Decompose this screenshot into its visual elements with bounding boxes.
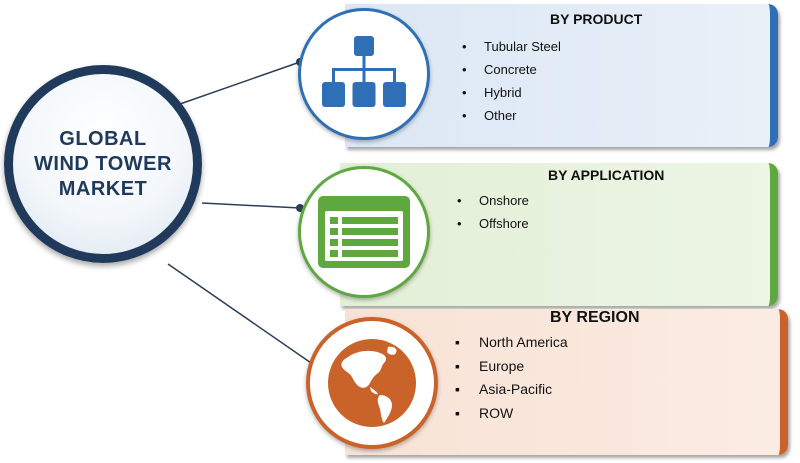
application-segment-title: BY APPLICATION bbox=[548, 167, 665, 183]
org-chart-icon bbox=[322, 36, 406, 107]
globe-icon bbox=[328, 339, 416, 427]
bullet-square-icon: ▪ bbox=[455, 334, 460, 350]
list-item: ▪North America bbox=[455, 331, 568, 355]
product-segment-title: BY PRODUCT bbox=[550, 11, 643, 27]
connector-region bbox=[167, 263, 315, 366]
product-item-list: •Tubular Steel •Concrete •Hybrid •Other bbox=[462, 35, 561, 127]
central-market-circle: GLOBAL WIND TOWER MARKET bbox=[4, 65, 202, 263]
list-item: •Offshore bbox=[457, 212, 529, 235]
list-item: •Hybrid bbox=[462, 81, 561, 104]
bullet-dot-icon: • bbox=[462, 62, 467, 77]
list-window-icon bbox=[318, 196, 410, 268]
list-item: ▪Europe bbox=[455, 355, 568, 379]
bullet-dot-icon: • bbox=[462, 39, 467, 54]
list-item: •Other bbox=[462, 104, 561, 127]
list-item: ▪ROW bbox=[455, 402, 568, 426]
bullet-dot-icon: • bbox=[462, 108, 467, 123]
bullet-square-icon: ▪ bbox=[455, 357, 460, 374]
market-title: GLOBAL WIND TOWER MARKET bbox=[18, 127, 188, 202]
bullet-square-icon: ▪ bbox=[455, 404, 460, 421]
bullet-square-icon: ▪ bbox=[455, 381, 460, 397]
connector-application bbox=[201, 202, 301, 209]
region-item-list: ▪North America ▪Europe ▪Asia-Pacific ▪RO… bbox=[455, 331, 568, 425]
bullet-dot-icon: • bbox=[457, 216, 462, 231]
market-title-line-2: WIND TOWER bbox=[34, 152, 172, 175]
region-icon-circle bbox=[306, 317, 438, 449]
list-item: •Tubular Steel bbox=[462, 35, 561, 58]
application-icon-circle bbox=[298, 166, 430, 298]
list-item: •Onshore bbox=[457, 189, 529, 212]
bullet-dot-icon: • bbox=[462, 85, 467, 100]
list-item: ▪Asia-Pacific bbox=[455, 378, 568, 402]
product-icon-circle bbox=[298, 8, 430, 140]
connector-product bbox=[179, 61, 301, 105]
list-item: •Concrete bbox=[462, 58, 561, 81]
bullet-dot-icon: • bbox=[457, 193, 462, 208]
region-segment-title: BY REGION bbox=[550, 309, 640, 326]
application-item-list: •Onshore •Offshore bbox=[457, 189, 529, 235]
market-title-line-1: GLOBAL bbox=[59, 127, 147, 150]
market-title-line-3: MARKET bbox=[58, 177, 148, 200]
